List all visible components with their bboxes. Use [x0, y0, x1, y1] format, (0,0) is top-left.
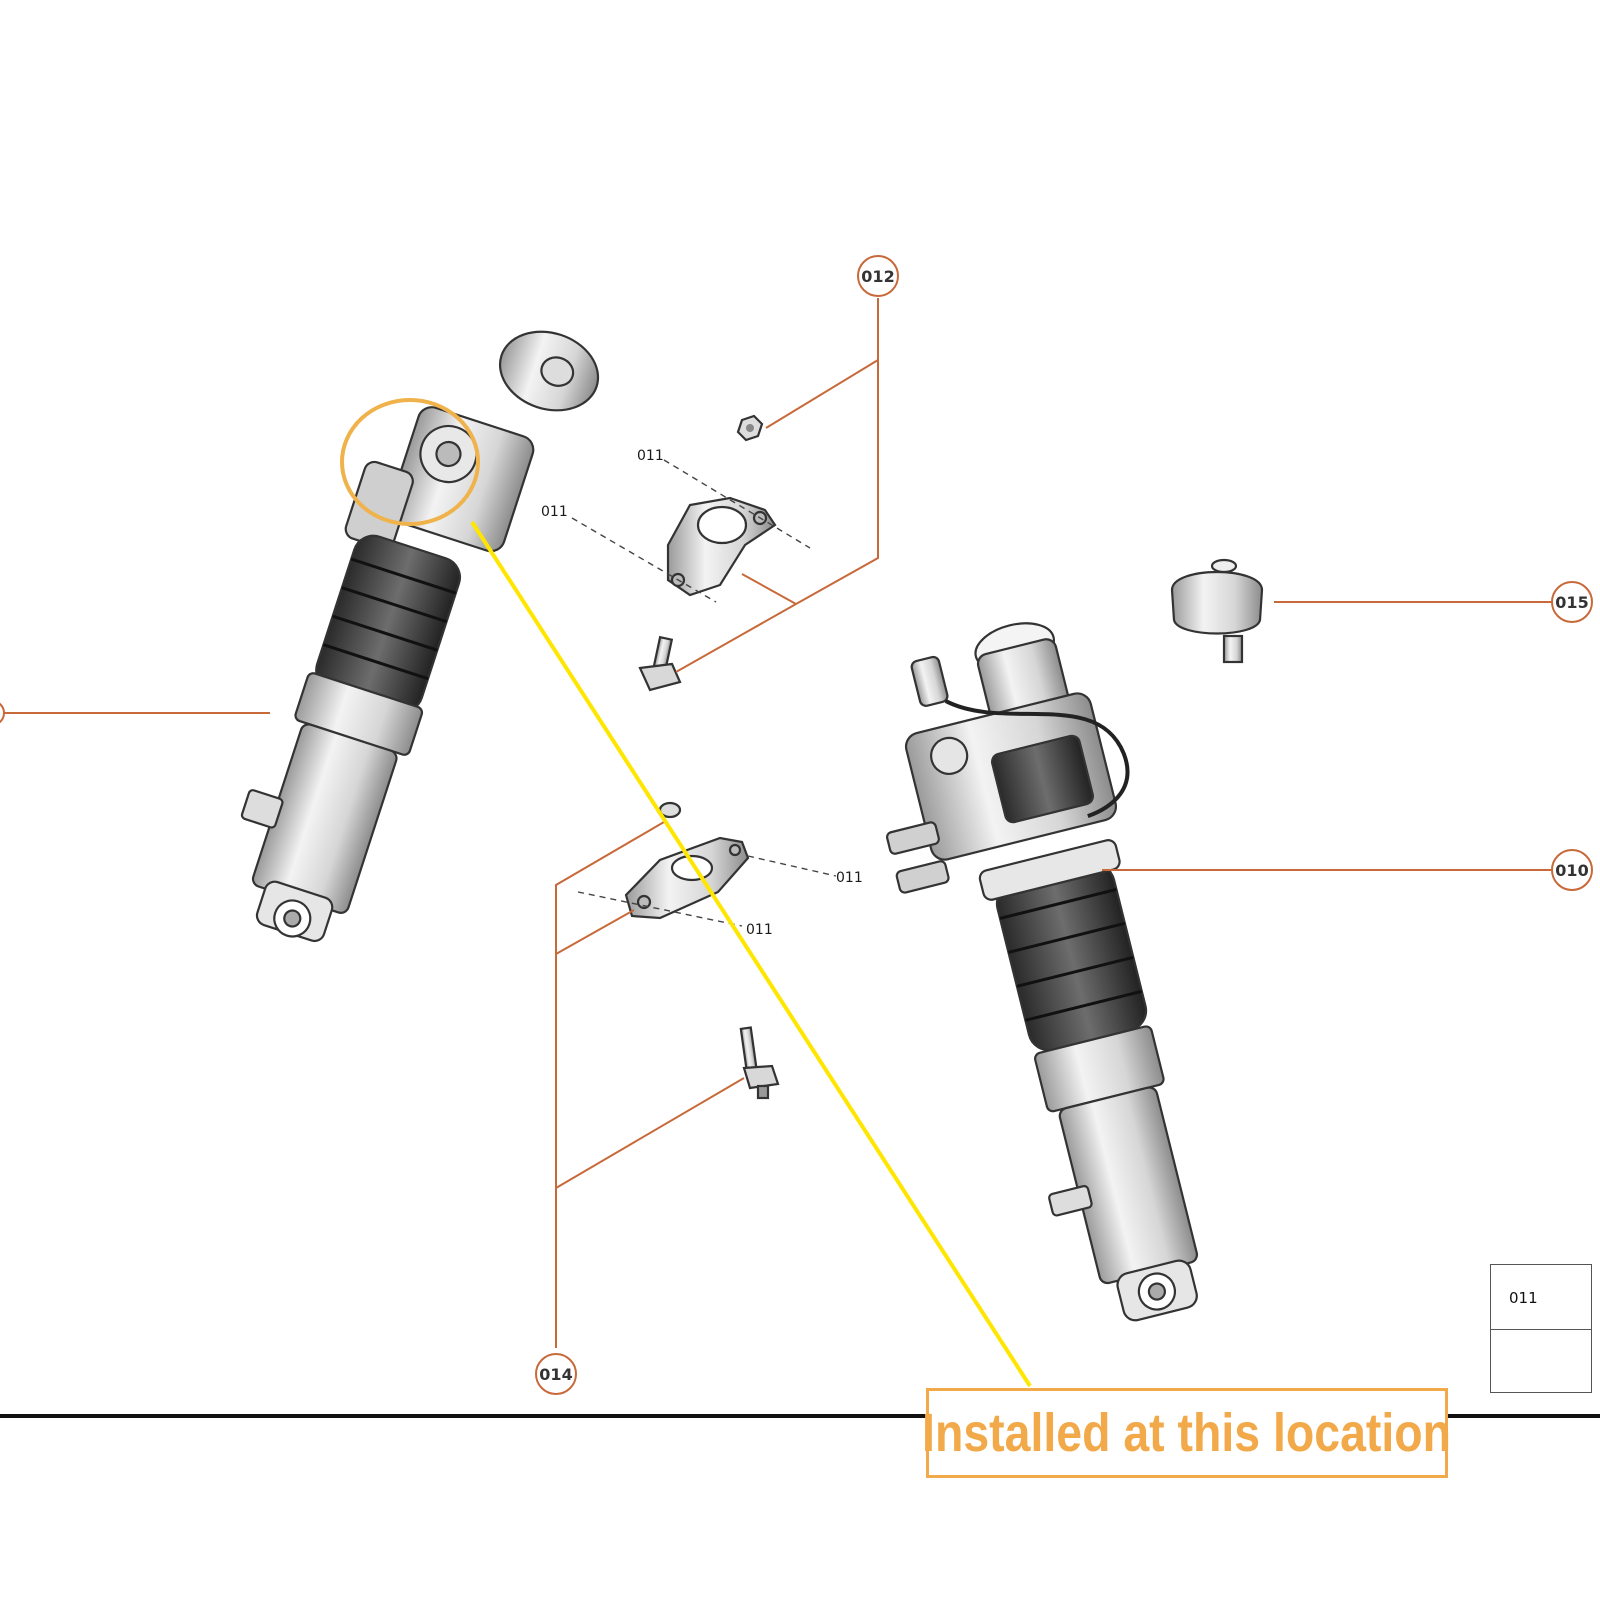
pointer-line [470, 520, 1032, 1388]
dash-011-upper-b [571, 517, 717, 603]
ref-011-lower-b: 011 [746, 922, 773, 938]
svg-text:010: 010 [1555, 861, 1588, 880]
callout-010[interactable]: 010 [1551, 849, 1593, 891]
callout-015[interactable]: 015 [1551, 581, 1593, 623]
lower-bolt [739, 1026, 780, 1100]
callout-left-edge-partial [0, 702, 5, 724]
svg-text:015: 015 [1555, 593, 1588, 612]
right-shock-absorber [886, 622, 1199, 1322]
leader-014 [555, 821, 745, 1348]
ref-011-upper-a: 011 [637, 448, 664, 464]
banner-text: Installed at this location [922, 1403, 1452, 1463]
legend-box: 011 [1490, 1264, 1592, 1393]
upper-bolt [638, 635, 682, 692]
leader-012 [675, 298, 879, 673]
upper-bracket [666, 496, 777, 597]
callout-012[interactable]: 012 [857, 255, 899, 297]
legend-label: 011 [1509, 1289, 1538, 1307]
lower-bracket [624, 836, 750, 920]
ref-011-upper-b: 011 [541, 504, 568, 520]
highlight-circle [340, 398, 480, 526]
dash-011-lower-b [577, 891, 743, 927]
accumulator-015 [1170, 558, 1264, 664]
callout-014[interactable]: 014 [535, 1353, 577, 1395]
svg-text:012: 012 [861, 267, 894, 286]
left-shock-absorber [240, 330, 600, 943]
ref-011-lower-a: 011 [836, 870, 863, 886]
legend-row-bolt: 011 [1491, 1265, 1591, 1330]
upper-nut [736, 414, 764, 442]
dash-011-lower-a [747, 855, 837, 877]
svg-text:014: 014 [539, 1365, 572, 1384]
installed-location-banner: Installed at this location [923, 1388, 1451, 1478]
